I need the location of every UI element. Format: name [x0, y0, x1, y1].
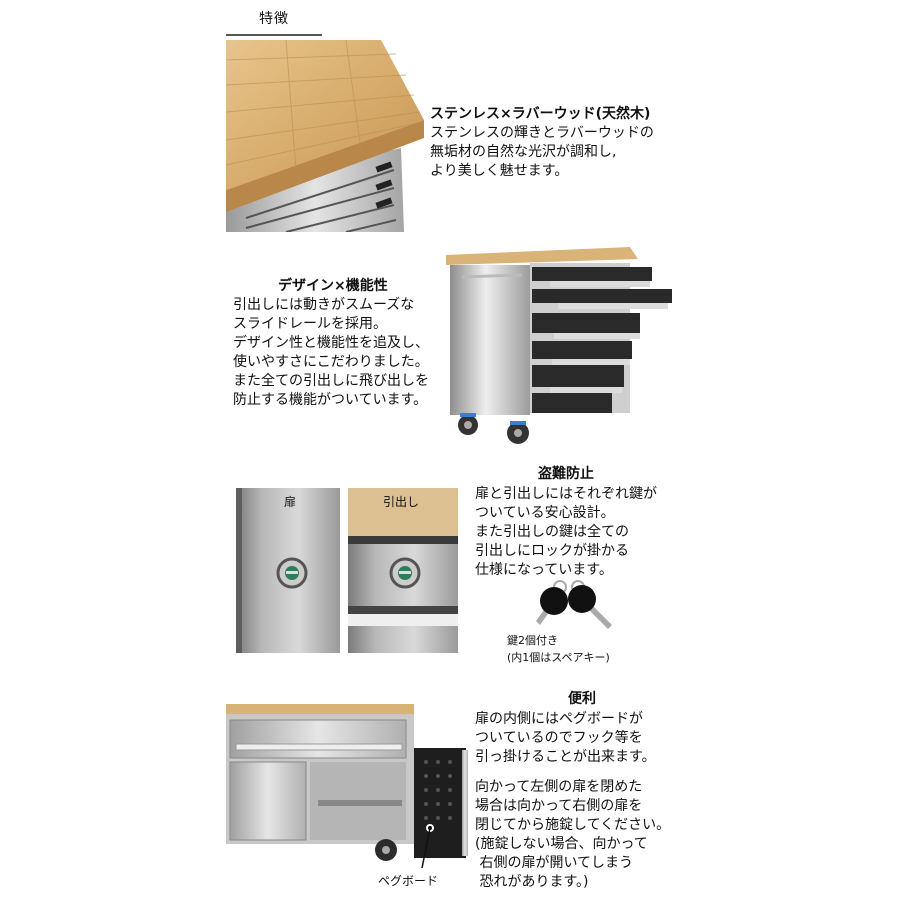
section1-title: ステンレス×ラバーウッド(天然木) [430, 106, 651, 122]
keys-caption: 鍵2個付き (内1個はスペアキー) [507, 634, 610, 664]
cabinet-drawers-photo [440, 245, 675, 450]
section3-body: 扉と引出しにはそれぞれ鍵が ついている安心設計。 また引出しの鍵は全ての 引出し… [475, 486, 657, 578]
header-title: 特徴 [259, 11, 289, 27]
section-header: 特徴 [226, 8, 322, 36]
drawer-lock-photo [348, 488, 458, 653]
door-photo-label: 扉 [284, 495, 297, 509]
keys-photo [526, 575, 618, 635]
door-lock-photo [236, 488, 340, 653]
pegboard-cabinet-photo [226, 700, 471, 870]
section3-title: 盗難防止 [538, 466, 594, 482]
wood-top-photo [226, 40, 426, 232]
section4-note: 向かって左側の扉を閉めた 場合は向かって右側の扉を 閉じてから施錠してください。… [475, 779, 671, 890]
section1-body: ステンレスの輝きとラバーウッドの 無垢材の自然な光沢が調和し, より美しく魅せま… [430, 125, 654, 179]
section2-title: デザイン×機能性 [278, 278, 388, 294]
section4-body: 扉の内側にはペグボードが ついているのでフック等を 引っ掛けることが出来ます。 [475, 711, 656, 765]
drawer-photo-label: 引出し [383, 495, 420, 509]
header-rule [226, 34, 322, 36]
pegboard-label: ペグボード [378, 874, 439, 888]
section4-title: 便利 [568, 691, 596, 707]
section2-body: 引出しには動きがスムーズな スライドレールを採用。 デザイン性と機能性を追及し、… [233, 297, 429, 408]
